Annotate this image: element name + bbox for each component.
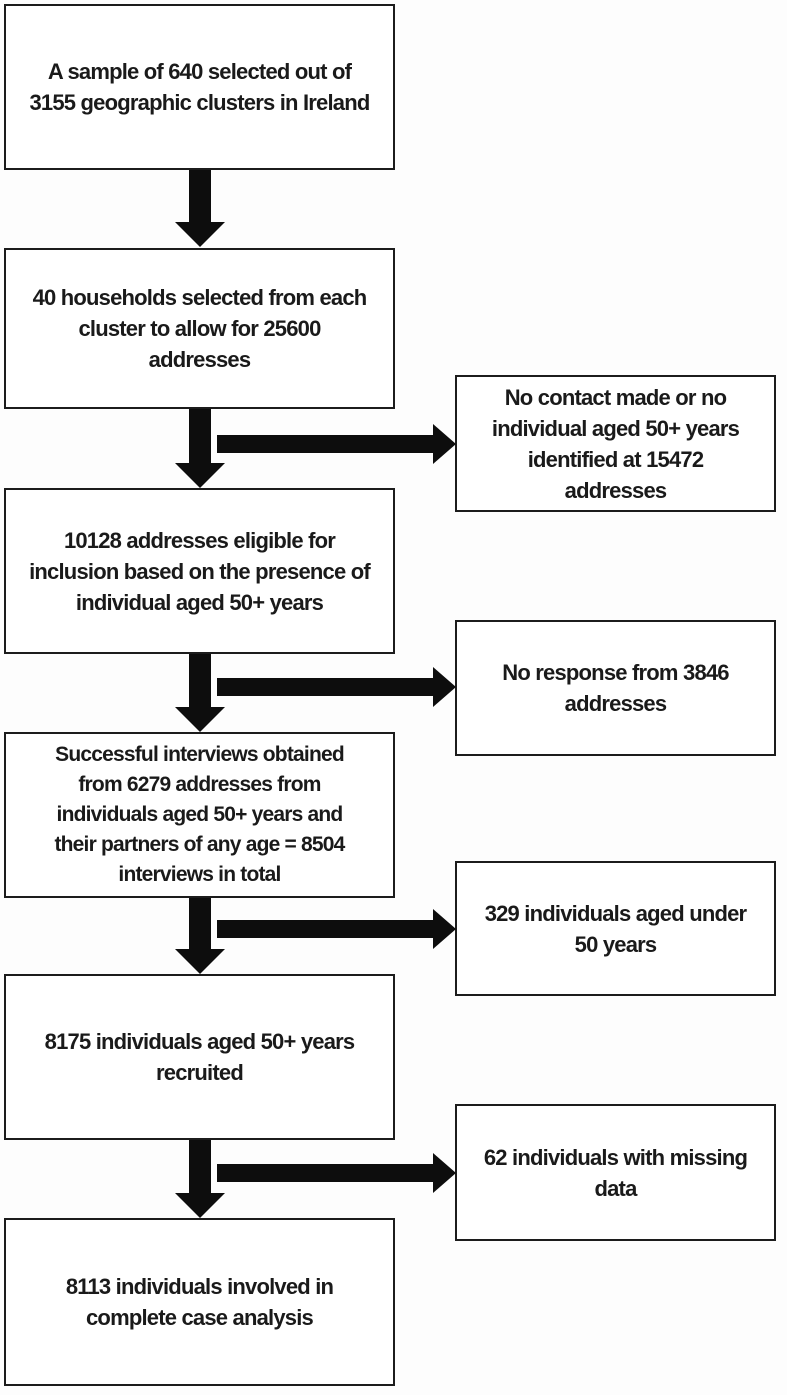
arrow-shaft <box>217 920 433 938</box>
arrow-shaft <box>189 654 211 708</box>
arrow-head-down-icon <box>175 463 225 488</box>
arrow-head-down-icon <box>175 1193 225 1218</box>
arrow-shaft <box>189 898 211 950</box>
arrow-head-right-icon <box>433 424 456 464</box>
arrow-head-down-icon <box>175 707 225 732</box>
arrow-head-right-icon <box>433 667 456 707</box>
arrow-shaft <box>189 409 211 464</box>
arrow-shaft <box>189 1140 211 1194</box>
arrow-head-right-icon <box>433 909 456 949</box>
arrow-head-down-icon <box>175 222 225 247</box>
arrow-shaft <box>217 1164 433 1182</box>
arrow-head-down-icon <box>175 949 225 974</box>
arrow-head-right-icon <box>433 1153 456 1193</box>
arrow-shaft <box>189 170 211 223</box>
arrow-shaft <box>217 435 433 453</box>
arrow-shaft <box>217 678 433 696</box>
